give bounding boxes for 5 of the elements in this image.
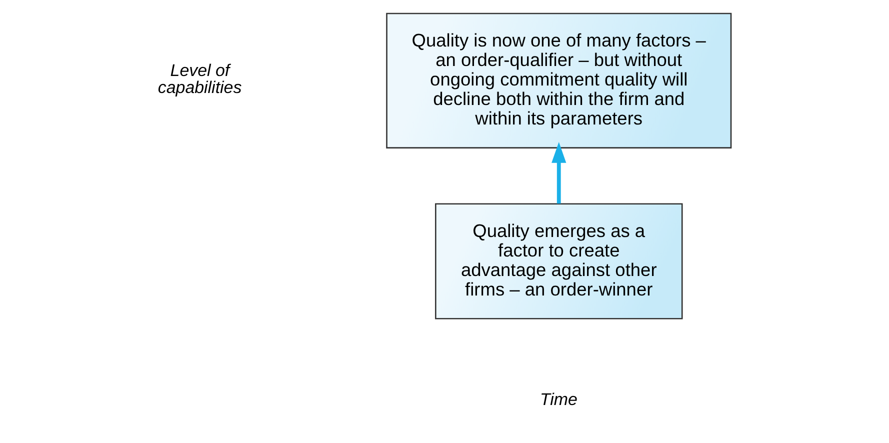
label: Time: [539, 390, 577, 410]
node-box: Quality is now one of many factors – an order-qualifier – but without ongoing commitment quality will decline both within the firm and within its parameters: [386, 12, 732, 148]
arrow: [551, 142, 566, 204]
node-box: Quality emerges as a factor to create advantage against other firms – an order-winner: [434, 203, 682, 320]
label: Level of capabilities: [157, 60, 242, 97]
